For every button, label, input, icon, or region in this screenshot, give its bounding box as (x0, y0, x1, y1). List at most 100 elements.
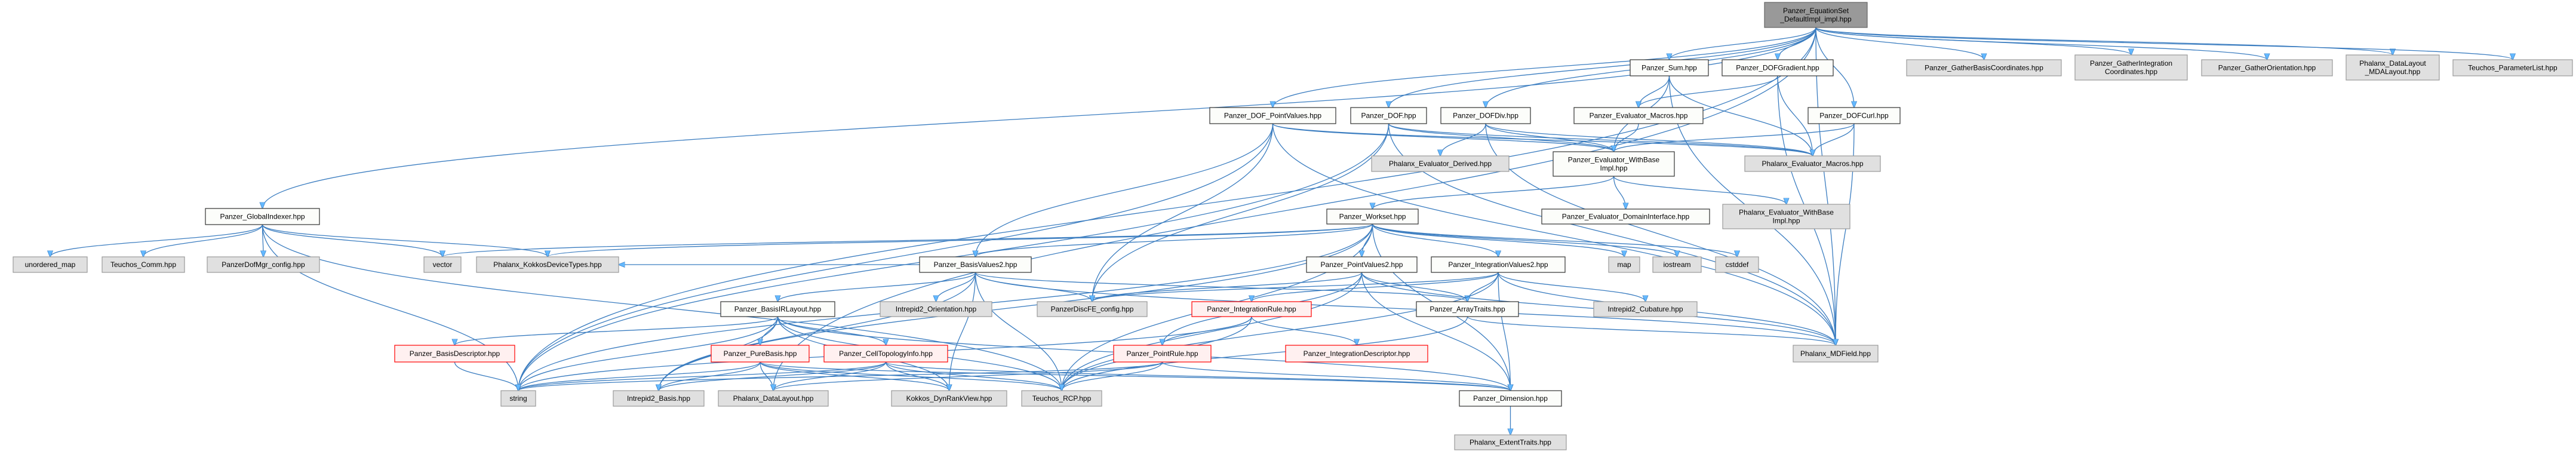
node-box (2346, 54, 2440, 81)
node-box (613, 390, 705, 407)
node-label: Panzer_PureBasis.hpp (724, 349, 797, 358)
node-label: Panzer_GatherOrientation.hpp (2218, 64, 2316, 72)
node-basisir[interactable]: Panzer_BasisIRLayout.hpp (720, 301, 835, 317)
node-label: PanzerDiscFE_config.hpp (1051, 305, 1134, 314)
node-box (1459, 390, 1562, 407)
node-label: Panzer_DOF.hpp (1361, 112, 1416, 120)
node-box (1416, 301, 1519, 317)
edge-basisvals2-to-dynrank (949, 272, 976, 391)
node-root[interactable]: Panzer_EquationSet_DefaultImpl_impl.hpp (1764, 2, 1868, 28)
node-intvals2[interactable]: Panzer_IntegrationValues2.hpp (1431, 256, 1566, 273)
node-box (205, 208, 320, 225)
edge-pointrule-to-string (518, 361, 1163, 391)
node-pevmacros[interactable]: Panzer_Evaluator_Macros.hpp (1573, 107, 1704, 124)
node-string: string (500, 390, 536, 407)
edge-workset-to-cstddef (1372, 223, 1738, 257)
edge-dofpv-to-discfecfg (1092, 123, 1274, 302)
node-label: Phalanx_Evaluator_Macros.hpp (1762, 159, 1863, 168)
node-box (1306, 256, 1418, 273)
node-dofcurl[interactable]: Panzer_DOFCurl.hpp (1807, 107, 1901, 124)
node-basisdesc[interactable]: Panzer_BasisDescriptor.hpp (394, 345, 515, 363)
edge-intrule-to-intdesc (1251, 316, 1357, 345)
node-box (1431, 256, 1566, 273)
edge-workset-to-pointvals2 (1362, 223, 1373, 257)
node-label: Impl.hpp (1600, 164, 1627, 173)
node-label: Panzer_Sum.hpp (1641, 64, 1697, 72)
node-label: Phalanx_MDField.hpp (1800, 349, 1871, 358)
node-box (1209, 107, 1336, 124)
edge-basisvals2-to-basisir (778, 272, 976, 302)
edge-globalidx-to-unordered_map (50, 224, 263, 257)
node-gatherorient: Panzer_GatherOrientation.hpp (2201, 59, 2333, 76)
node-box (1191, 301, 1312, 317)
node-dimension[interactable]: Panzer_Dimension.hpp (1459, 390, 1562, 407)
node-vector: vector (423, 256, 462, 273)
edge-root-to-mdalayout (1815, 27, 2393, 55)
edge-pointrule-to-trcp (1062, 361, 1163, 391)
node-box (720, 301, 835, 317)
edge-purebasis-to-string (518, 361, 761, 391)
edge-arraytraits-to-mdfield (1467, 316, 1836, 345)
node-mdfield: Phalanx_MDField.hpp (1793, 345, 1879, 363)
edge-dofgrad-to-phxmacros (1777, 75, 1813, 156)
node-box (1630, 59, 1709, 76)
node-domainif[interactable]: Panzer_Evaluator_DomainInterface.hpp (1541, 208, 1710, 225)
node-label: Phalanx_Evaluator_Derived.hpp (1389, 159, 1492, 168)
node-label: _DefaultImpl_impl.hpp (1779, 15, 1852, 23)
node-map: map (1608, 256, 1640, 273)
node-tcomm: Teuchos_Comm.hpp (102, 256, 185, 273)
node-workset[interactable]: Panzer_Workset.hpp (1326, 208, 1419, 225)
node-intdesc[interactable]: Panzer_IntegrationDescriptor.hpp (1285, 345, 1428, 363)
node-pointvals2[interactable]: Panzer_PointValues2.hpp (1306, 256, 1418, 273)
node-celltopo[interactable]: Panzer_CellTopologyInfo.hpp (823, 345, 948, 363)
edge-dofcurl-to-pwithbase (1614, 123, 1855, 152)
node-trcp: Teuchos_RCP.hpp (1021, 390, 1102, 407)
node-dof[interactable]: Panzer_DOF.hpp (1350, 107, 1427, 124)
node-box (1553, 151, 1675, 177)
node-dofdiv[interactable]: Panzer_DOFDiv.hpp (1440, 107, 1531, 124)
edge-basisvals2-to-i2basis (659, 272, 976, 391)
node-purebasis[interactable]: Panzer_PureBasis.hpp (711, 345, 810, 363)
node-intrule[interactable]: Panzer_IntegrationRule.hpp (1191, 301, 1312, 317)
edge-pointvals2-to-dimension (1361, 272, 1511, 391)
node-label: Panzer_Workset.hpp (1339, 213, 1406, 221)
node-box (1722, 59, 1834, 76)
edge-root-to-phxdl (773, 27, 1816, 391)
node-dofgrad[interactable]: Panzer_DOFGradient.hpp (1722, 59, 1834, 76)
node-box (1021, 390, 1102, 407)
node-dofpv[interactable]: Panzer_DOF_PointValues.hpp (1209, 107, 1336, 124)
edge-pointvals2-to-trcp (1062, 272, 1363, 391)
node-paramlist: Teuchos_ParameterList.hpp (2452, 59, 2573, 76)
node-label: Panzer_DOFDiv.hpp (1453, 112, 1518, 120)
node-box (500, 390, 536, 407)
node-globalidx[interactable]: Panzer_GlobalIndexer.hpp (205, 208, 320, 225)
node-extent: Phalanx_ExtentTraits.hpp (1454, 434, 1567, 450)
edge-root-to-gatherorient (1815, 27, 2267, 60)
node-basisvals2[interactable]: Panzer_BasisValues2.hpp (919, 256, 1032, 273)
node-label: Teuchos_ParameterList.hpp (2468, 64, 2557, 72)
node-box (1326, 208, 1419, 225)
node-label: Panzer_PointRule.hpp (1126, 349, 1198, 358)
node-phxmacros: Phalanx_Evaluator_Macros.hpp (1744, 155, 1881, 172)
edge-pwithbase-to-domainif (1613, 176, 1626, 209)
node-label: Panzer_CellTopologyInfo.hpp (839, 349, 933, 358)
node-arraytraits[interactable]: Panzer_ArrayTraits.hpp (1416, 301, 1519, 317)
node-mdalayout: Phalanx_DataLayout_MDALayout.hpp (2346, 54, 2440, 81)
node-label: Panzer_BasisIRLayout.hpp (734, 305, 822, 314)
node-label: Panzer_DOF_PointValues.hpp (1224, 112, 1322, 120)
edge-workset-to-map (1372, 223, 1625, 257)
node-sum[interactable]: Panzer_Sum.hpp (1630, 59, 1709, 76)
node-kokkosdev: Phalanx_KokkosDeviceTypes.hpp (476, 256, 619, 273)
edge-sum-to-phxmacros (1668, 75, 1813, 156)
node-box (207, 256, 320, 273)
node-label: Panzer_Evaluator_DomainInterface.hpp (1562, 213, 1690, 221)
edge-globalidx-to-kokkosdev (262, 224, 548, 257)
node-box (823, 345, 948, 363)
edge-pointvals2-to-discfecfg (1092, 272, 1363, 302)
node-label: Coordinates.hpp (2105, 68, 2157, 76)
node-cstddef: cstddef (1715, 256, 1759, 273)
node-pointrule[interactable]: Panzer_PointRule.hpp (1113, 345, 1212, 363)
edge-root-to-globalidx (263, 27, 1816, 208)
